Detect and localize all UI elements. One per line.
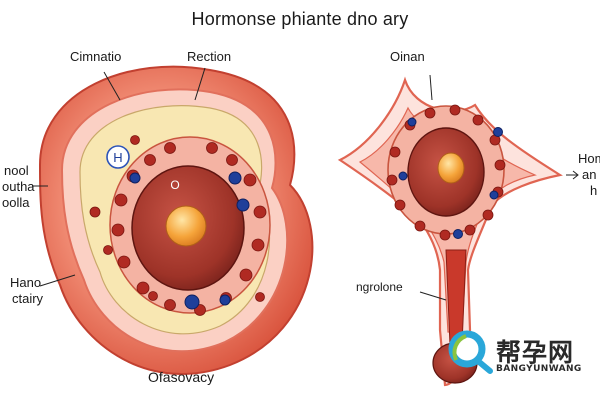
label-left-5: ctairy [12, 291, 44, 306]
label-left-2: outha [2, 179, 35, 194]
watermark-chinese: 帮孕网 [496, 338, 575, 367]
right-granulosa-cells [386, 104, 506, 241]
label-right-2: an [582, 167, 597, 182]
stalk-canal [445, 249, 467, 346]
watermark-english: BANGYUNWANG [496, 364, 582, 374]
label-top-left: Cimnatio [70, 49, 122, 64]
label-left-4: Hano [10, 275, 42, 290]
pointer-top-left [103, 71, 121, 101]
label-top-center: Rection [187, 49, 232, 64]
h-marker: H [113, 150, 122, 165]
label-right-3: h [590, 183, 598, 198]
pointer-left-lower [39, 274, 76, 287]
right-structure [337, 74, 579, 387]
oocyte-nucleolus [165, 205, 207, 247]
blue-dots [129, 171, 250, 310]
o-marker: O [170, 178, 179, 192]
label-center: ngrolone [356, 280, 403, 294]
magnifier-logo-icon [448, 330, 493, 374]
label-left-1: nool [4, 163, 29, 178]
diagram-title: Hormonse phiante dno ary [191, 9, 409, 29]
label-right-1: Hom [578, 151, 600, 166]
h-marker-circle [106, 145, 130, 169]
label-top-right: Oinan [390, 49, 425, 64]
pointer-right-top [429, 74, 433, 101]
pointer-right-arrow [566, 170, 579, 180]
right-nucleolus [437, 152, 465, 184]
label-left-3: oolla [2, 195, 30, 210]
left-follicle: H O [32, 65, 314, 375]
right-blue-dots [398, 117, 503, 239]
label-bottom: Ofasovacy [148, 369, 215, 385]
pointer-center [419, 291, 447, 301]
pointer-top-center [194, 67, 206, 101]
